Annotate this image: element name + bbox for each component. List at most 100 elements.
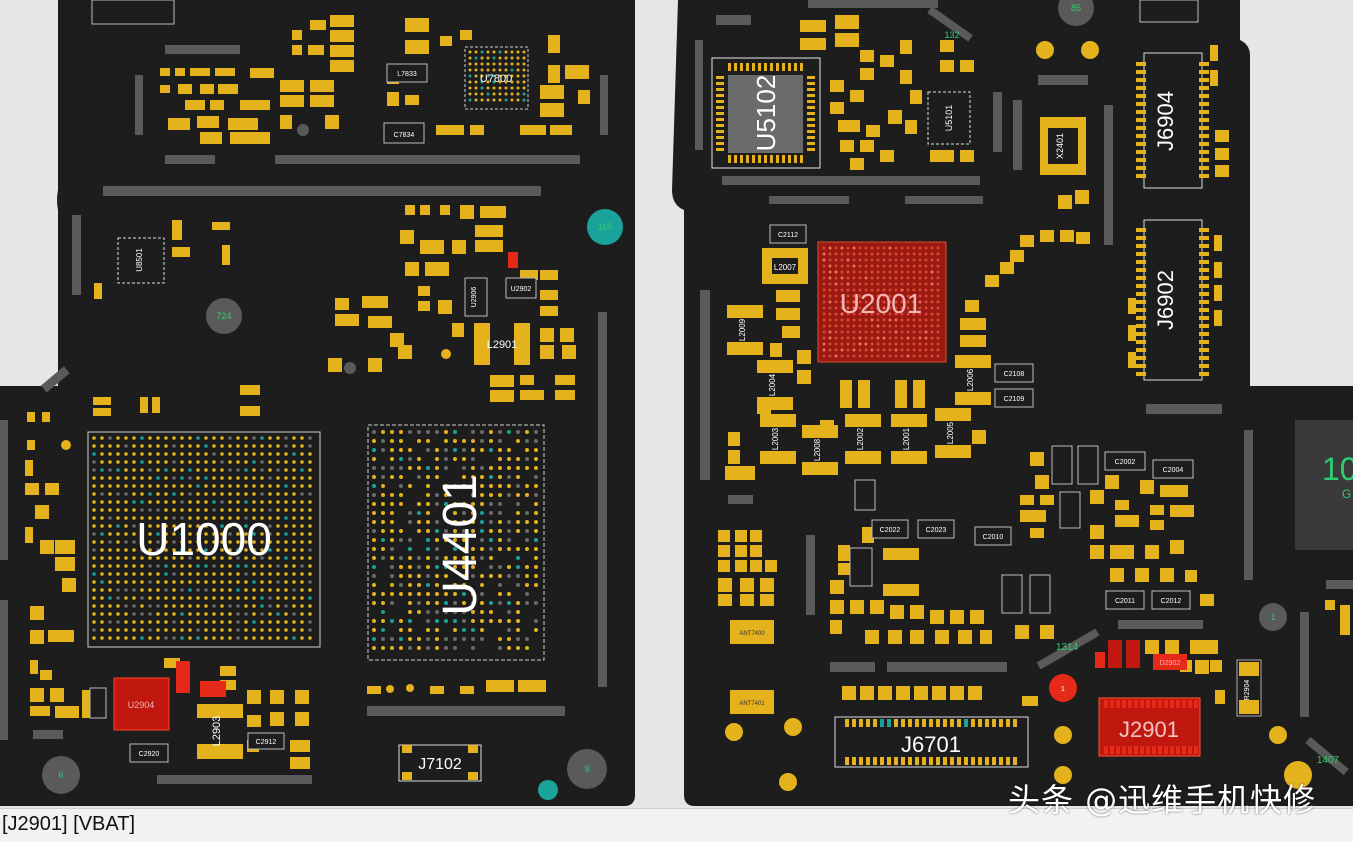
ball-pad xyxy=(444,646,448,650)
ball-pad xyxy=(236,524,240,528)
connector-j2901[interactable] xyxy=(1098,697,1201,757)
chip-u7800[interactable] xyxy=(464,46,529,110)
pcb-board-view[interactable]: U1000 U4401 U2001 U5102 U7800 U5101 U850… xyxy=(0,0,1353,808)
connector-j6902[interactable] xyxy=(1136,219,1209,381)
diode-d2902[interactable] xyxy=(1153,654,1187,670)
ball-pad xyxy=(140,556,144,560)
ball-pad xyxy=(840,288,844,292)
inductor-l2007[interactable] xyxy=(762,248,808,284)
ball-pad xyxy=(381,448,385,452)
ball-pad xyxy=(100,572,104,576)
cap-c2012[interactable] xyxy=(1151,590,1191,610)
connector-j6904[interactable] xyxy=(1136,52,1209,189)
ball-pad xyxy=(852,348,856,352)
inductor-l2903[interactable] xyxy=(197,704,243,759)
inductor-l2901[interactable] xyxy=(474,323,530,365)
inductor-l2004[interactable] xyxy=(757,360,793,410)
resistor-r2904[interactable] xyxy=(1236,659,1262,717)
chip-u2902[interactable] xyxy=(505,277,537,299)
ball-pad xyxy=(918,258,922,262)
ball-pad xyxy=(516,502,520,506)
ball-pad xyxy=(140,484,144,488)
ball-pad xyxy=(522,74,526,78)
inductor-l2002[interactable] xyxy=(845,414,881,464)
connector-j6701[interactable] xyxy=(834,716,1029,768)
antenna-ant7400[interactable] xyxy=(730,620,774,644)
ball-pad xyxy=(196,452,200,456)
cap-c2912[interactable] xyxy=(247,732,285,750)
ball-pad xyxy=(140,460,144,464)
ball-pad xyxy=(864,330,868,334)
ball-pad xyxy=(912,330,916,334)
inductor-l2006[interactable] xyxy=(955,355,991,405)
chip-u2906[interactable] xyxy=(464,277,488,317)
inductor-l2009[interactable] xyxy=(727,305,763,355)
ball-pad xyxy=(399,475,403,479)
connector-j7102[interactable] xyxy=(398,744,482,782)
ball-pad xyxy=(244,444,248,448)
ball-pad xyxy=(108,556,112,560)
ball-pad xyxy=(480,62,484,66)
ball-pad xyxy=(252,500,256,504)
ind-l7833[interactable] xyxy=(386,63,428,83)
pin-pad xyxy=(943,719,947,727)
ball-pad xyxy=(534,448,538,452)
ball-pad xyxy=(116,452,120,456)
ball-pad xyxy=(534,475,538,479)
ball-pad xyxy=(924,276,928,280)
ball-pad xyxy=(408,592,412,596)
ball-pad xyxy=(828,348,832,352)
chip-u1000[interactable] xyxy=(87,431,321,648)
ball-pad xyxy=(399,646,403,650)
inductor-l2003[interactable] xyxy=(760,414,796,464)
cap-c2920[interactable] xyxy=(129,743,169,763)
cap-c2002[interactable] xyxy=(1104,451,1146,471)
cap-c2011[interactable] xyxy=(1105,590,1145,610)
cap-c7834[interactable] xyxy=(383,122,425,144)
chip-u8501[interactable] xyxy=(117,237,165,284)
ball-pad xyxy=(834,258,838,262)
cap-c2108[interactable] xyxy=(994,363,1034,383)
cap-c2023[interactable] xyxy=(917,519,955,539)
ball-pad xyxy=(834,354,838,358)
cap-c2010[interactable] xyxy=(974,526,1012,546)
inductor-l2005[interactable] xyxy=(935,408,971,458)
ball-pad xyxy=(212,516,216,520)
ball-pad xyxy=(462,610,466,614)
ball-pad xyxy=(172,476,176,480)
chip-u5101[interactable] xyxy=(927,91,971,145)
cap-c2112[interactable] xyxy=(769,224,807,244)
cap-c2004[interactable] xyxy=(1152,459,1194,479)
inductor-l2902[interactable] xyxy=(883,548,919,596)
ball-pad xyxy=(444,556,448,560)
ball-pad xyxy=(912,336,916,340)
ball-pad xyxy=(148,572,152,576)
pin-pad xyxy=(1199,340,1209,344)
ball-pad xyxy=(220,628,224,632)
inductor-l2001[interactable] xyxy=(891,414,927,464)
pin-pad xyxy=(1158,746,1162,754)
ball-pad xyxy=(148,588,152,592)
ball-pad xyxy=(212,588,216,592)
crystal-x2401[interactable] xyxy=(1040,117,1086,175)
inductor-l2008[interactable] xyxy=(802,425,838,475)
ball-pad xyxy=(284,596,288,600)
pin-pad xyxy=(1170,746,1174,754)
chip-u2001[interactable] xyxy=(817,241,947,363)
chip-u2904[interactable] xyxy=(113,677,170,731)
ball-pad xyxy=(284,484,288,488)
cap-c2022[interactable] xyxy=(871,519,909,539)
chip-u5102[interactable] xyxy=(711,57,821,169)
ball-pad xyxy=(204,484,208,488)
ball-pad xyxy=(858,264,862,268)
ball-pad xyxy=(471,457,475,461)
ball-pad xyxy=(852,270,856,274)
label-c2012: C2012 xyxy=(1161,598,1182,605)
chip-u4401[interactable] xyxy=(367,424,545,661)
ball-pad xyxy=(900,342,904,346)
antenna-ant7401[interactable] xyxy=(730,690,774,714)
pin-pad xyxy=(1199,70,1209,74)
ball-pad xyxy=(92,620,96,624)
cap-c2109[interactable] xyxy=(994,388,1034,408)
ball-pad xyxy=(268,540,272,544)
